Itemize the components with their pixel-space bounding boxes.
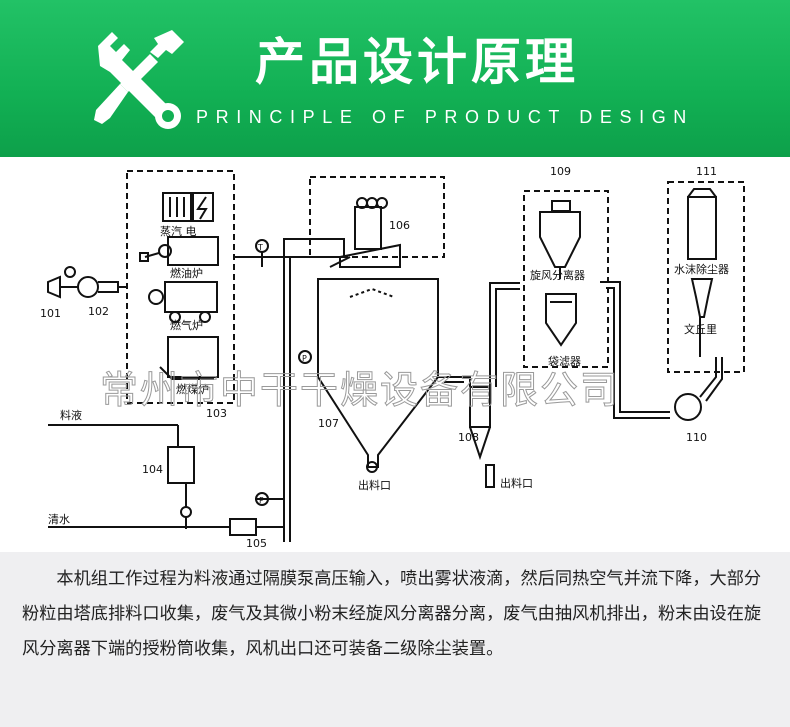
separator-group-box [523, 190, 609, 368]
label-feed-liquid: 料液 [60, 408, 82, 422]
label-110: 110 [686, 431, 707, 444]
process-flow-diagram: 101 102 103 104 105 106 107 108 109 110 … [40, 165, 745, 550]
label-gauge-p1: P [302, 354, 307, 363]
label-bag-filter: 袋滤器 [548, 354, 581, 368]
venturi [690, 278, 714, 318]
label-107: 107 [318, 417, 339, 430]
feed-tank-104 [167, 446, 195, 484]
pump-105 [229, 518, 257, 536]
label-105: 105 [246, 537, 267, 550]
label-111: 111 [696, 165, 717, 178]
description-text: 本机组工作过程为料液通过隔膜泵高压输入，喷出雾状液滴，然后同热空气并流下降，大部… [22, 569, 762, 659]
air-inlet-filter [47, 275, 61, 299]
label-outlet-tower: 出料口 [358, 478, 391, 492]
label-gauge-t: T [257, 243, 263, 252]
cyclone-108 [469, 386, 491, 428]
wrench-screwdriver-icon [94, 30, 184, 129]
watermark: 常州市中干干燥设备有限公司 [100, 368, 620, 412]
exhaust-fan-110 [674, 393, 702, 421]
steam-heater [162, 192, 192, 222]
atomizer-106 [354, 206, 382, 250]
label-steam-elec: 蒸汽 电 [160, 224, 197, 238]
blower-102 [77, 276, 99, 298]
label-clean-water: 清水 [48, 513, 70, 526]
header-banner: 产品设计原理 PRINCIPLE OF PRODUCT DESIGN [0, 0, 790, 157]
description-panel: 本机组工作过程为料液通过隔膜泵高压输入，喷出雾状液滴，然后同热空气并流下降，大部… [0, 552, 790, 727]
page-subtitle: PRINCIPLE OF PRODUCT DESIGN [196, 107, 694, 127]
hot-air-duct [283, 238, 345, 258]
label-cyclone-separator: 旋风分离器 [530, 268, 585, 282]
dust-removal-box [667, 181, 745, 373]
label-outlet-cyclone: 出料口 [500, 476, 533, 490]
water-dust-remover [687, 196, 717, 260]
page-title: 产品设计原理 [255, 33, 579, 91]
label-oil-furnace: 燃油炉 [170, 266, 203, 280]
gas-furnace [164, 281, 218, 313]
coal-furnace [167, 336, 219, 378]
oil-furnace [167, 236, 219, 266]
cyclone-separator-109 [539, 211, 581, 268]
label-gas-furnace: 燃气炉 [170, 318, 203, 332]
bag-filter [545, 293, 577, 347]
label-108: 108 [458, 431, 479, 444]
label-109: 109 [550, 165, 571, 178]
electric-heater [192, 192, 214, 222]
label-104: 104 [142, 463, 163, 476]
label-101: 101 [40, 307, 61, 320]
label-gauge-p2: P [259, 496, 264, 505]
label-103: 103 [206, 407, 227, 420]
label-coal-furnace: 燃煤炉 [176, 382, 209, 396]
label-venturi: 文丘里 [684, 322, 717, 336]
label-water-dust: 水沫除尘器 [674, 262, 729, 276]
atomizer-box [309, 176, 445, 258]
label-102: 102 [88, 305, 109, 318]
label-106: 106 [389, 219, 410, 232]
